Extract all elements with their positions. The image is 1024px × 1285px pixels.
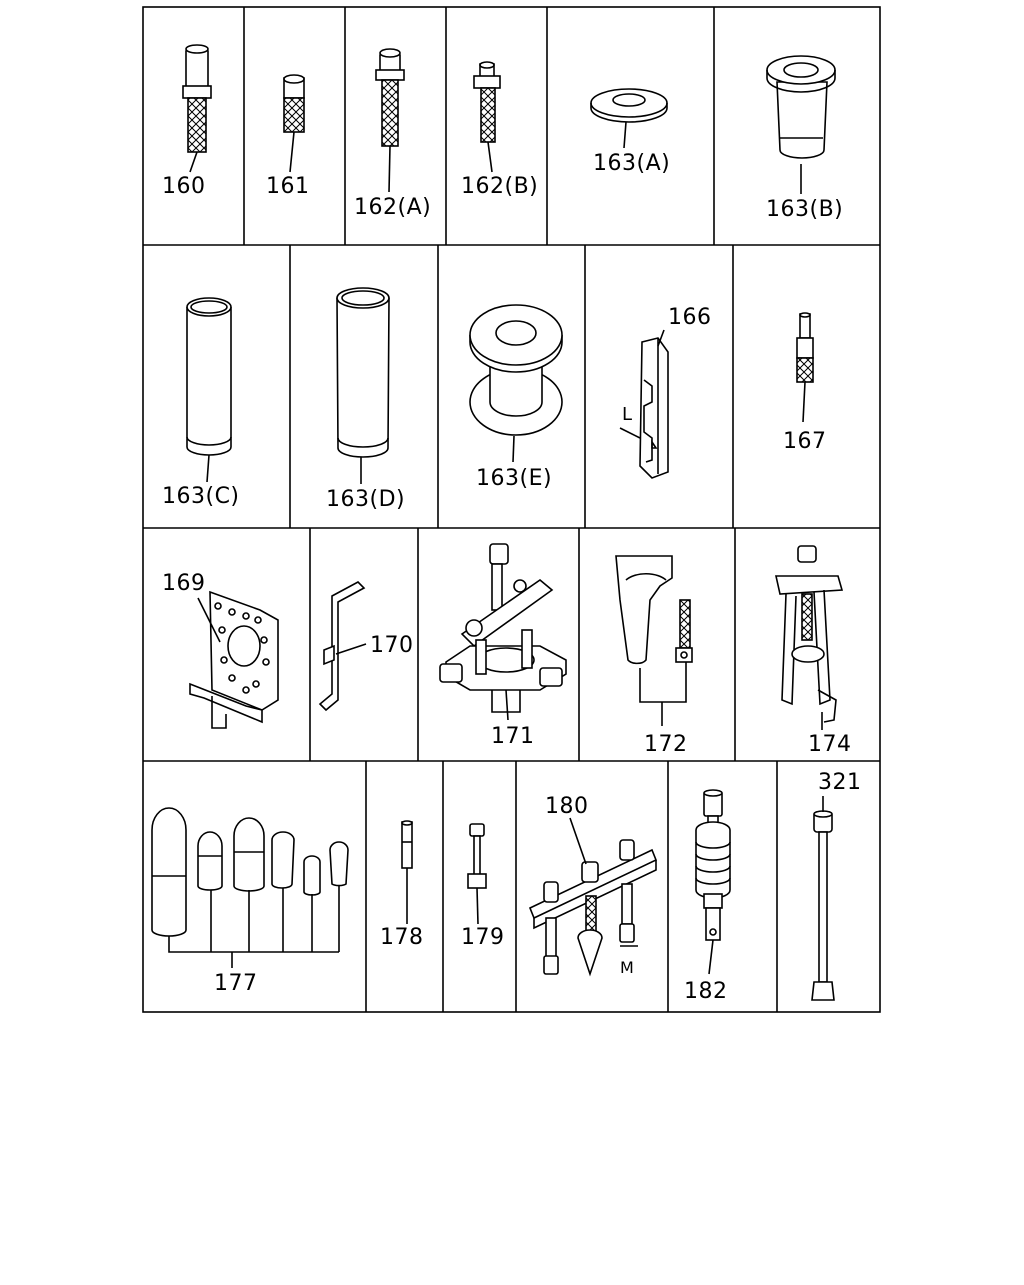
- label-163c: 163(C): [162, 484, 240, 509]
- part-182-drawing: [695, 789, 731, 975]
- part-161-drawing: [283, 74, 305, 173]
- part-177-drawing: [151, 807, 349, 968]
- label-177: 177: [214, 971, 258, 996]
- label-170: 170: [370, 633, 414, 658]
- part-163d-drawing: [336, 287, 390, 484]
- label-163e: 163(E): [476, 466, 553, 491]
- label-178: 178: [380, 925, 424, 950]
- label-163b: 163(B): [766, 197, 844, 222]
- dimension-mark-l: L: [622, 404, 633, 425]
- label-163a: 163(A): [593, 151, 671, 176]
- label-161: 161: [266, 174, 310, 199]
- label-182: 182: [684, 979, 728, 1004]
- part-160-drawing: [182, 44, 212, 173]
- label-160: 160: [162, 174, 206, 199]
- label-172: 172: [644, 732, 688, 757]
- part-163b-drawing: [766, 55, 836, 194]
- part-162a-drawing: [375, 48, 405, 193]
- label-179: 179: [461, 925, 505, 950]
- part-171-drawing: [439, 543, 567, 721]
- part-170-drawing: [318, 581, 367, 712]
- label-162a: 162(A): [354, 195, 432, 220]
- part-167-drawing: [796, 312, 814, 423]
- part-163c-drawing: [186, 297, 232, 483]
- part-169-drawing: [189, 590, 279, 729]
- part-321-drawing: [811, 796, 835, 1001]
- part-174-drawing: [775, 545, 844, 730]
- part-166-drawing: [619, 329, 669, 479]
- part-163a-drawing: [590, 88, 668, 149]
- label-166: 166: [668, 305, 712, 330]
- part-162b-drawing: [473, 61, 501, 173]
- label-163d: 163(D): [326, 487, 406, 512]
- dimension-mark-m: M: [620, 958, 635, 977]
- part-180-drawing: [528, 817, 658, 977]
- label-174: 174: [808, 732, 852, 757]
- part-172-drawing: [615, 555, 693, 726]
- label-169: 169: [162, 571, 206, 596]
- grid-frame: [142, 6, 881, 1013]
- part-163e-drawing: [469, 304, 563, 463]
- part-179-drawing: [467, 823, 487, 925]
- part-178-drawing: [401, 820, 413, 924]
- label-321: 321: [818, 770, 862, 795]
- label-167: 167: [783, 429, 827, 454]
- label-180: 180: [545, 794, 589, 819]
- label-171: 171: [491, 724, 535, 749]
- label-162b: 162(B): [461, 174, 539, 199]
